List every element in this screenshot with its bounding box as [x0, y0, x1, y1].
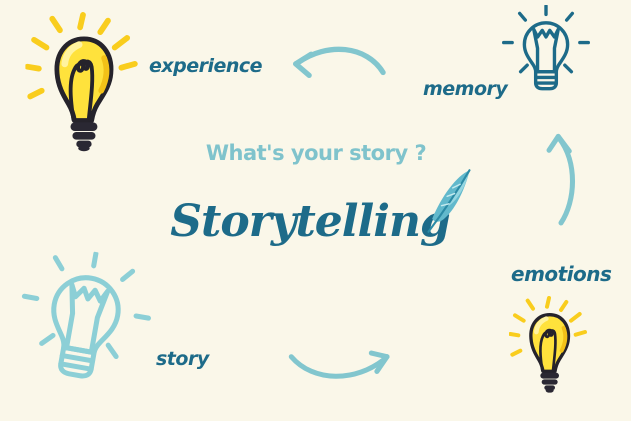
subtitle-question: What's your story ? — [205, 141, 427, 165]
node-label-story: story — [156, 348, 209, 370]
node-label-memory: memory — [423, 78, 508, 100]
arrow-up-icon — [538, 124, 584, 228]
quill-feather-icon — [421, 164, 477, 238]
arrow-right-icon — [282, 342, 400, 388]
lightbulb-outline-teal-icon — [499, 5, 593, 99]
node-label-emotions: emotions — [511, 262, 612, 286]
node-label-experience: experience — [149, 55, 263, 77]
page-title: Storytelling — [170, 196, 450, 247]
lightbulb-outline-light-teal-icon — [2, 235, 166, 407]
lightbulb-doodle-yellow-small-icon — [507, 296, 591, 396]
arrow-left-icon — [283, 36, 391, 84]
lightbulb-doodle-yellow-icon — [22, 12, 144, 156]
